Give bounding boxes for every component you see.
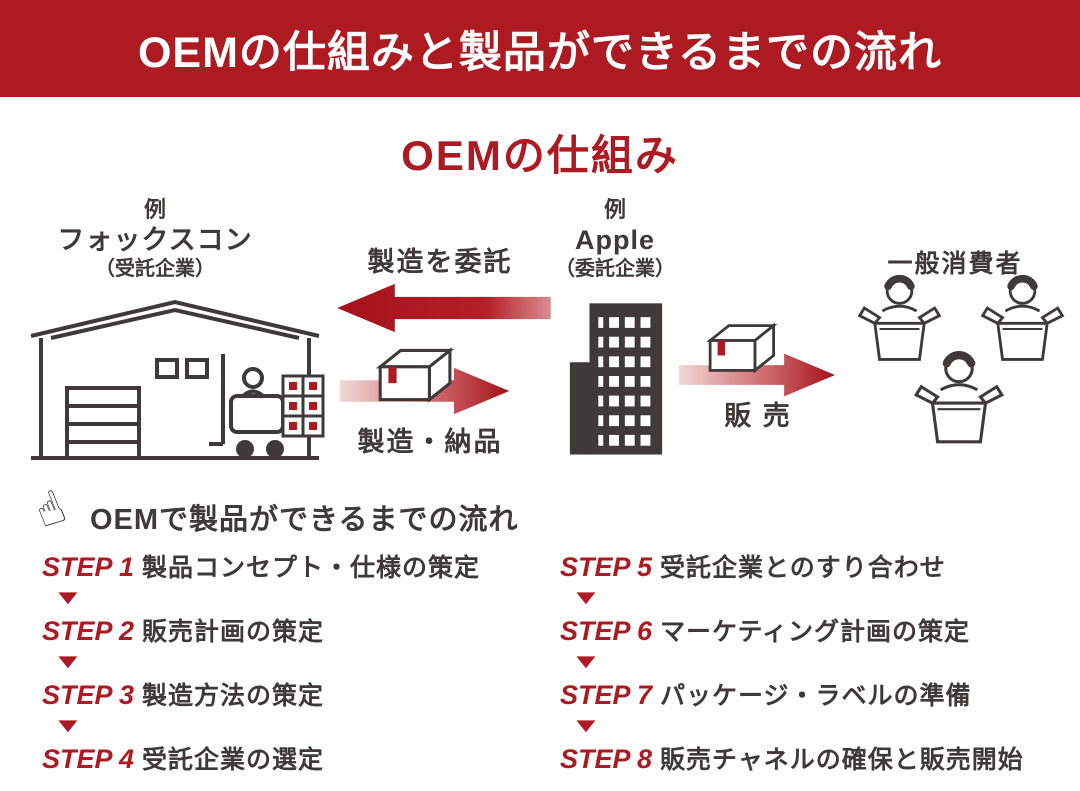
contractor-example: 例 xyxy=(143,197,166,222)
step-row-3: STEP 3 製造方法の策定 xyxy=(42,676,324,712)
contractor-label: 例 フォックスコン （受託企業） xyxy=(20,196,290,282)
step-6-text: マーケティング計画の策定 xyxy=(660,618,971,646)
page-title: OEMの仕組みと製品ができるまでの流れ xyxy=(137,28,943,77)
step-down-arrow-icon: ▼ xyxy=(569,650,602,674)
outsource-caption: 製造を委託 xyxy=(367,247,513,277)
pointing-hand-icon: ☝ xyxy=(27,479,73,539)
client-name: Apple xyxy=(574,224,655,255)
step-row-5: STEP 5 受託企業とのすり合わせ xyxy=(560,548,946,584)
deliver-caption: 製造・納品 xyxy=(357,427,503,457)
step-row-7: STEP 7 パッケージ・ラベルの準備 xyxy=(560,676,972,712)
step-1-text: 製品コンセプト・仕様の策定 xyxy=(142,554,481,582)
step-7-label: STEP 7 xyxy=(560,680,653,710)
step-down-arrow-icon: ▼ xyxy=(51,650,84,674)
step-3-label: STEP 3 xyxy=(42,680,135,710)
step-5-label: STEP 5 xyxy=(560,552,653,582)
step-down-arrow-icon: ▼ xyxy=(51,586,84,610)
step-6-label: STEP 6 xyxy=(560,616,653,646)
step-row-1: STEP 1 製品コンセプト・仕様の策定 xyxy=(42,548,480,584)
client-role: （委託企業） xyxy=(555,258,675,281)
step-4-label: STEP 4 xyxy=(42,744,135,774)
outsource-arrow-icon xyxy=(330,282,558,334)
step-row-8: STEP 8 販売チャネルの確保と販売開始 xyxy=(560,740,1024,776)
client-label: 例 Apple （委託企業） xyxy=(530,196,700,282)
step-down-arrow-icon: ▼ xyxy=(569,714,602,738)
flow-section-title: OEMで製品ができるまでの流れ xyxy=(90,504,519,536)
step-down-arrow-icon: ▼ xyxy=(569,586,602,610)
step-down-arrow-icon: ▼ xyxy=(51,714,84,738)
office-building-icon xyxy=(562,296,670,456)
step-2-text: 販売計画の策定 xyxy=(142,618,325,646)
step-row-4: STEP 4 受託企業の選定 xyxy=(42,740,324,776)
sell-arrow-icon xyxy=(678,352,836,398)
consumer-icon xyxy=(908,348,1010,450)
sell-box-icon xyxy=(702,320,778,376)
step-8-label: STEP 8 xyxy=(560,744,653,774)
scheme-section-title: OEMの仕組み xyxy=(401,132,679,179)
step-5-text: 受託企業とのすり合わせ xyxy=(660,554,946,582)
deliver-box-icon xyxy=(372,344,454,406)
client-example: 例 xyxy=(603,197,626,222)
step-2-label: STEP 2 xyxy=(42,616,135,646)
step-7-text: パッケージ・ラベルの準備 xyxy=(660,682,972,710)
step-row-6: STEP 6 マーケティング計画の策定 xyxy=(560,612,970,648)
contractor-role: （受託企業） xyxy=(95,258,215,281)
header-banner: OEMの仕組みと製品ができるまでの流れ xyxy=(0,0,1080,97)
step-4-text: 受託企業の選定 xyxy=(142,746,325,774)
step-1-label: STEP 1 xyxy=(42,552,135,582)
factory-icon xyxy=(25,292,325,464)
sell-caption: 販 売 xyxy=(724,401,792,431)
contractor-name: フォックスコン xyxy=(57,224,253,255)
step-row-2: STEP 2 販売計画の策定 xyxy=(42,612,324,648)
step-3-text: 製造方法の策定 xyxy=(142,682,325,710)
step-8-text: 販売チャネルの確保と販売開始 xyxy=(660,746,1024,774)
consumers-label: 一般消費者 xyxy=(887,250,1023,278)
